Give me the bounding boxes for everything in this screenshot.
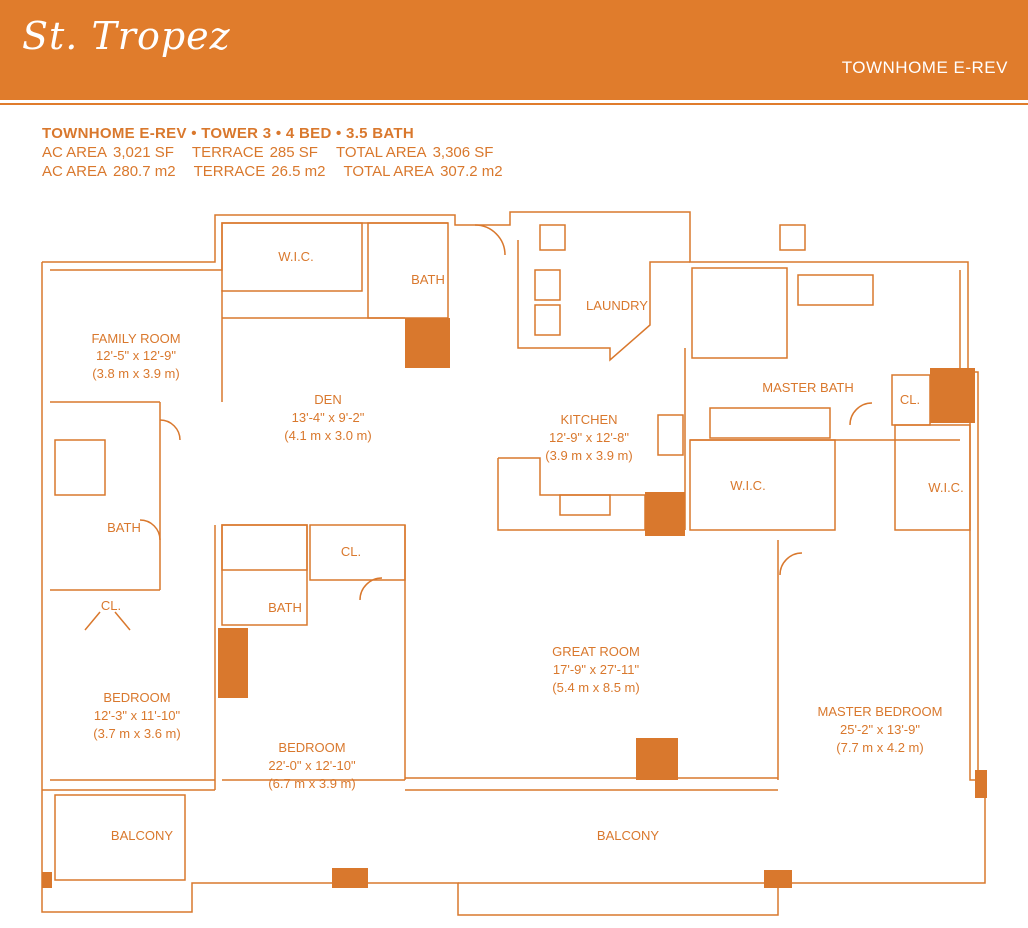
laundry-tile [539, 224, 566, 251]
kitchen-dims: 12'-9" x 12'-8" [549, 430, 629, 445]
door-swing-master [849, 402, 873, 426]
spec-imperial: AC AREA 3,021 SF TERRACE 285 SF TOTAL AREA 3,… [42, 143, 509, 162]
column [42, 872, 52, 888]
kitchen-counter [497, 457, 646, 531]
ac-value: 280.7 m2 [113, 163, 176, 180]
wic-master1-name: W.I.C. [730, 478, 765, 493]
balcony-mid-name: BALCONY [597, 828, 659, 843]
bedroom-mid-metric: (6.7 m x 3.9 m) [268, 776, 355, 791]
kitchen-metric: (3.9 m x 3.9 m) [545, 448, 632, 463]
header-banner: St. Tropez TOWNHOME E-REV [0, 0, 1028, 100]
terrace-value: 26.5 m2 [271, 163, 326, 180]
den-metric: (4.1 m x 3.0 m) [284, 428, 371, 443]
bedroom-left-metric: (3.7 m x 3.6 m) [93, 726, 180, 741]
column [636, 738, 678, 780]
total-value: 3,306 SF [432, 144, 494, 161]
family-metric: (3.8 m x 3.9 m) [92, 366, 179, 381]
family-dims: 12'-5" x 12'-9" [96, 348, 176, 363]
master-bedroom-dims: 25'-2" x 13'-9" [840, 722, 920, 737]
den-dims: 13'-4" x 9'-2" [292, 410, 365, 425]
bath-top-room [367, 222, 449, 319]
spec-title: TOWNHOME E-REV • TOWER 3 • 4 BED • 3.5 B… [42, 125, 415, 142]
master-tile [779, 224, 806, 251]
ac-value: 3,021 SF [113, 144, 174, 161]
bedroom-left-dims: 12'-3" x 11'-10" [94, 708, 181, 723]
master-bath-name: MASTER BATH [762, 380, 854, 395]
sink [559, 494, 611, 516]
cl-master-name: CL. [900, 392, 920, 407]
spec-block: TOWNHOME E-REV • TOWER 3 • 4 BED • 3.5 B… [42, 125, 509, 181]
bedroom-mid-name: BEDROOM [278, 740, 345, 755]
column [405, 318, 450, 368]
wic-master2-name: W.I.C. [928, 480, 963, 495]
column [332, 868, 368, 888]
total-label: TOTAL AREA [335, 144, 427, 161]
family-name: FAMILY ROOM [91, 331, 180, 346]
laundry-wall [517, 240, 690, 362]
column [975, 770, 987, 798]
terrace-label: TERRACE [193, 163, 266, 180]
bath-mid-name: BATH [268, 600, 302, 615]
wic-top-name: W.I.C. [278, 249, 313, 264]
bath-top-name: BATH [411, 272, 445, 287]
bedroom-mid-dims: 22'-0" x 12'-10" [268, 758, 356, 773]
washer [534, 269, 561, 301]
great-room-dims: 17'-9" x 27'-11" [553, 662, 640, 677]
master-tub [797, 274, 874, 306]
terrace-value: 285 SF [269, 144, 318, 161]
shower-left [54, 439, 106, 496]
cl-left-name: CL. [101, 598, 121, 613]
master-bedroom-metric: (7.7 m x 4.2 m) [836, 740, 923, 755]
bedroom-left-name: BEDROOM [103, 690, 170, 705]
master-shower [691, 267, 788, 359]
door-swing-great [779, 552, 803, 576]
plan-label: TOWNHOME E-REV [841, 58, 1008, 77]
door-swing-bedroom-mid [359, 577, 383, 601]
balcony-left-name: BALCONY [111, 828, 173, 843]
shower-mid [221, 524, 308, 571]
columns [42, 318, 987, 888]
ac-label: AC AREA [42, 163, 108, 180]
column [218, 628, 248, 698]
balcony-left-rail [54, 794, 186, 881]
outer-wall-inner [50, 222, 448, 271]
cooktop [657, 414, 684, 456]
cl-mid-name: CL. [341, 544, 361, 559]
door-swing-den [159, 419, 181, 441]
column [645, 492, 685, 536]
room-labels: W.I.C. BATH LAUNDRY FAMILY ROOM 12'-5" x… [91, 249, 963, 843]
den-name: DEN [314, 392, 341, 407]
laundry-name: LAUNDRY [586, 298, 648, 313]
wic-master2-room [894, 424, 971, 531]
total-label: TOTAL AREA [343, 163, 435, 180]
master-bedroom-name: MASTER BEDROOM [818, 704, 943, 719]
kitchen-name: KITCHEN [560, 412, 617, 427]
great-room-metric: (5.4 m x 8.5 m) [552, 680, 639, 695]
outer-wall [41, 211, 986, 916]
dryer [534, 304, 561, 336]
column [930, 368, 975, 423]
spec-metric: AC AREA 280.7 m2 TERRACE 26.5 m2 TOTAL AREA 3… [42, 162, 509, 181]
door-swing-bath-left [139, 519, 161, 541]
great-room-name: GREAT ROOM [552, 644, 640, 659]
wic-top-room [221, 222, 363, 292]
door-swing-entry [474, 224, 506, 256]
wic-master1-room [689, 439, 836, 531]
door-swing-cl-left [84, 611, 131, 631]
bath-left-name: BATH [107, 520, 141, 535]
ac-label: AC AREA [42, 144, 108, 161]
total-value: 307.2 m2 [440, 163, 503, 180]
terrace-label: TERRACE [191, 144, 264, 161]
column [764, 870, 792, 888]
header-rule [0, 103, 1028, 105]
master-vanity [709, 407, 831, 439]
brand-logo: St. Tropez [22, 14, 231, 58]
walls [41, 211, 986, 916]
